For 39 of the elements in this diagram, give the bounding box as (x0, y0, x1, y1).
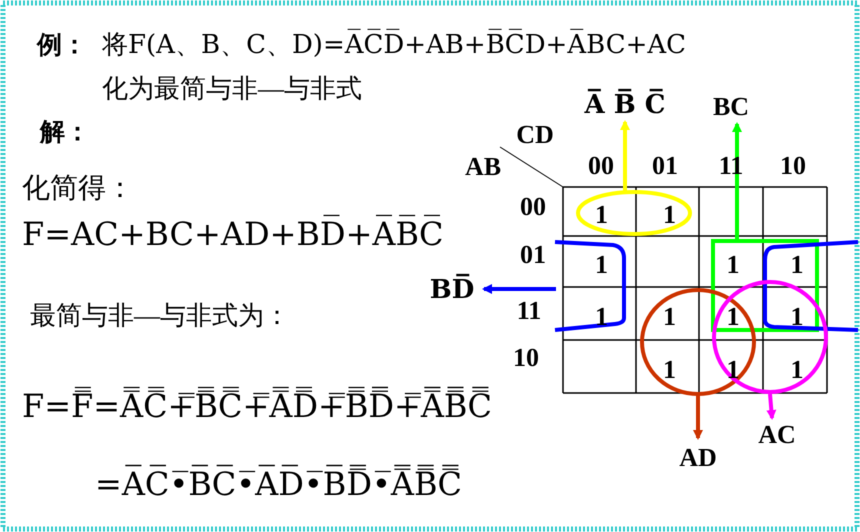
arrow (732, 122, 742, 241)
row-header: 00 (520, 194, 546, 220)
cell-value: 1 (663, 202, 676, 228)
group-ellipse (576, 190, 692, 236)
arrow (482, 284, 556, 294)
example-label: 例： (37, 33, 87, 58)
cell-value: 1 (790, 356, 804, 382)
column-header: 01 (652, 153, 678, 179)
cell-value: 1 (790, 252, 804, 278)
group-rectangle (711, 239, 819, 332)
problem-text: 化为最简与非—与非式 (102, 76, 362, 102)
group-bracket (553, 238, 629, 334)
row-header: 01 (520, 242, 546, 268)
cell-value: 1 (663, 304, 676, 330)
arrow (693, 394, 703, 440)
group-circle (640, 288, 756, 396)
cell-value: 1 (595, 202, 608, 228)
solution-label: 解： (40, 120, 90, 145)
cell-value: 1 (726, 304, 740, 330)
arrow (766, 394, 776, 420)
cell-value: 1 (663, 356, 676, 382)
step-text: 化简得： (22, 175, 134, 203)
step-text: 最简与非—与非式为： (30, 303, 290, 329)
column-header: 10 (780, 153, 806, 179)
group-bracket (760, 238, 860, 334)
cell-value: 1 (726, 252, 740, 278)
arrow (620, 120, 630, 192)
group-term: AD (679, 445, 717, 471)
group-circle (712, 280, 828, 394)
row-header: 11 (516, 298, 542, 324)
axis-label: CD (516, 122, 554, 148)
axis-label: AB (464, 154, 502, 180)
group-term: BC (712, 94, 750, 120)
cell-value: 1 (790, 304, 804, 330)
cell-value: 1 (595, 252, 608, 278)
column-header: 00 (588, 153, 614, 179)
row-header: 10 (513, 345, 539, 371)
group-term: AC (758, 422, 796, 448)
cell-value: 1 (595, 304, 608, 330)
